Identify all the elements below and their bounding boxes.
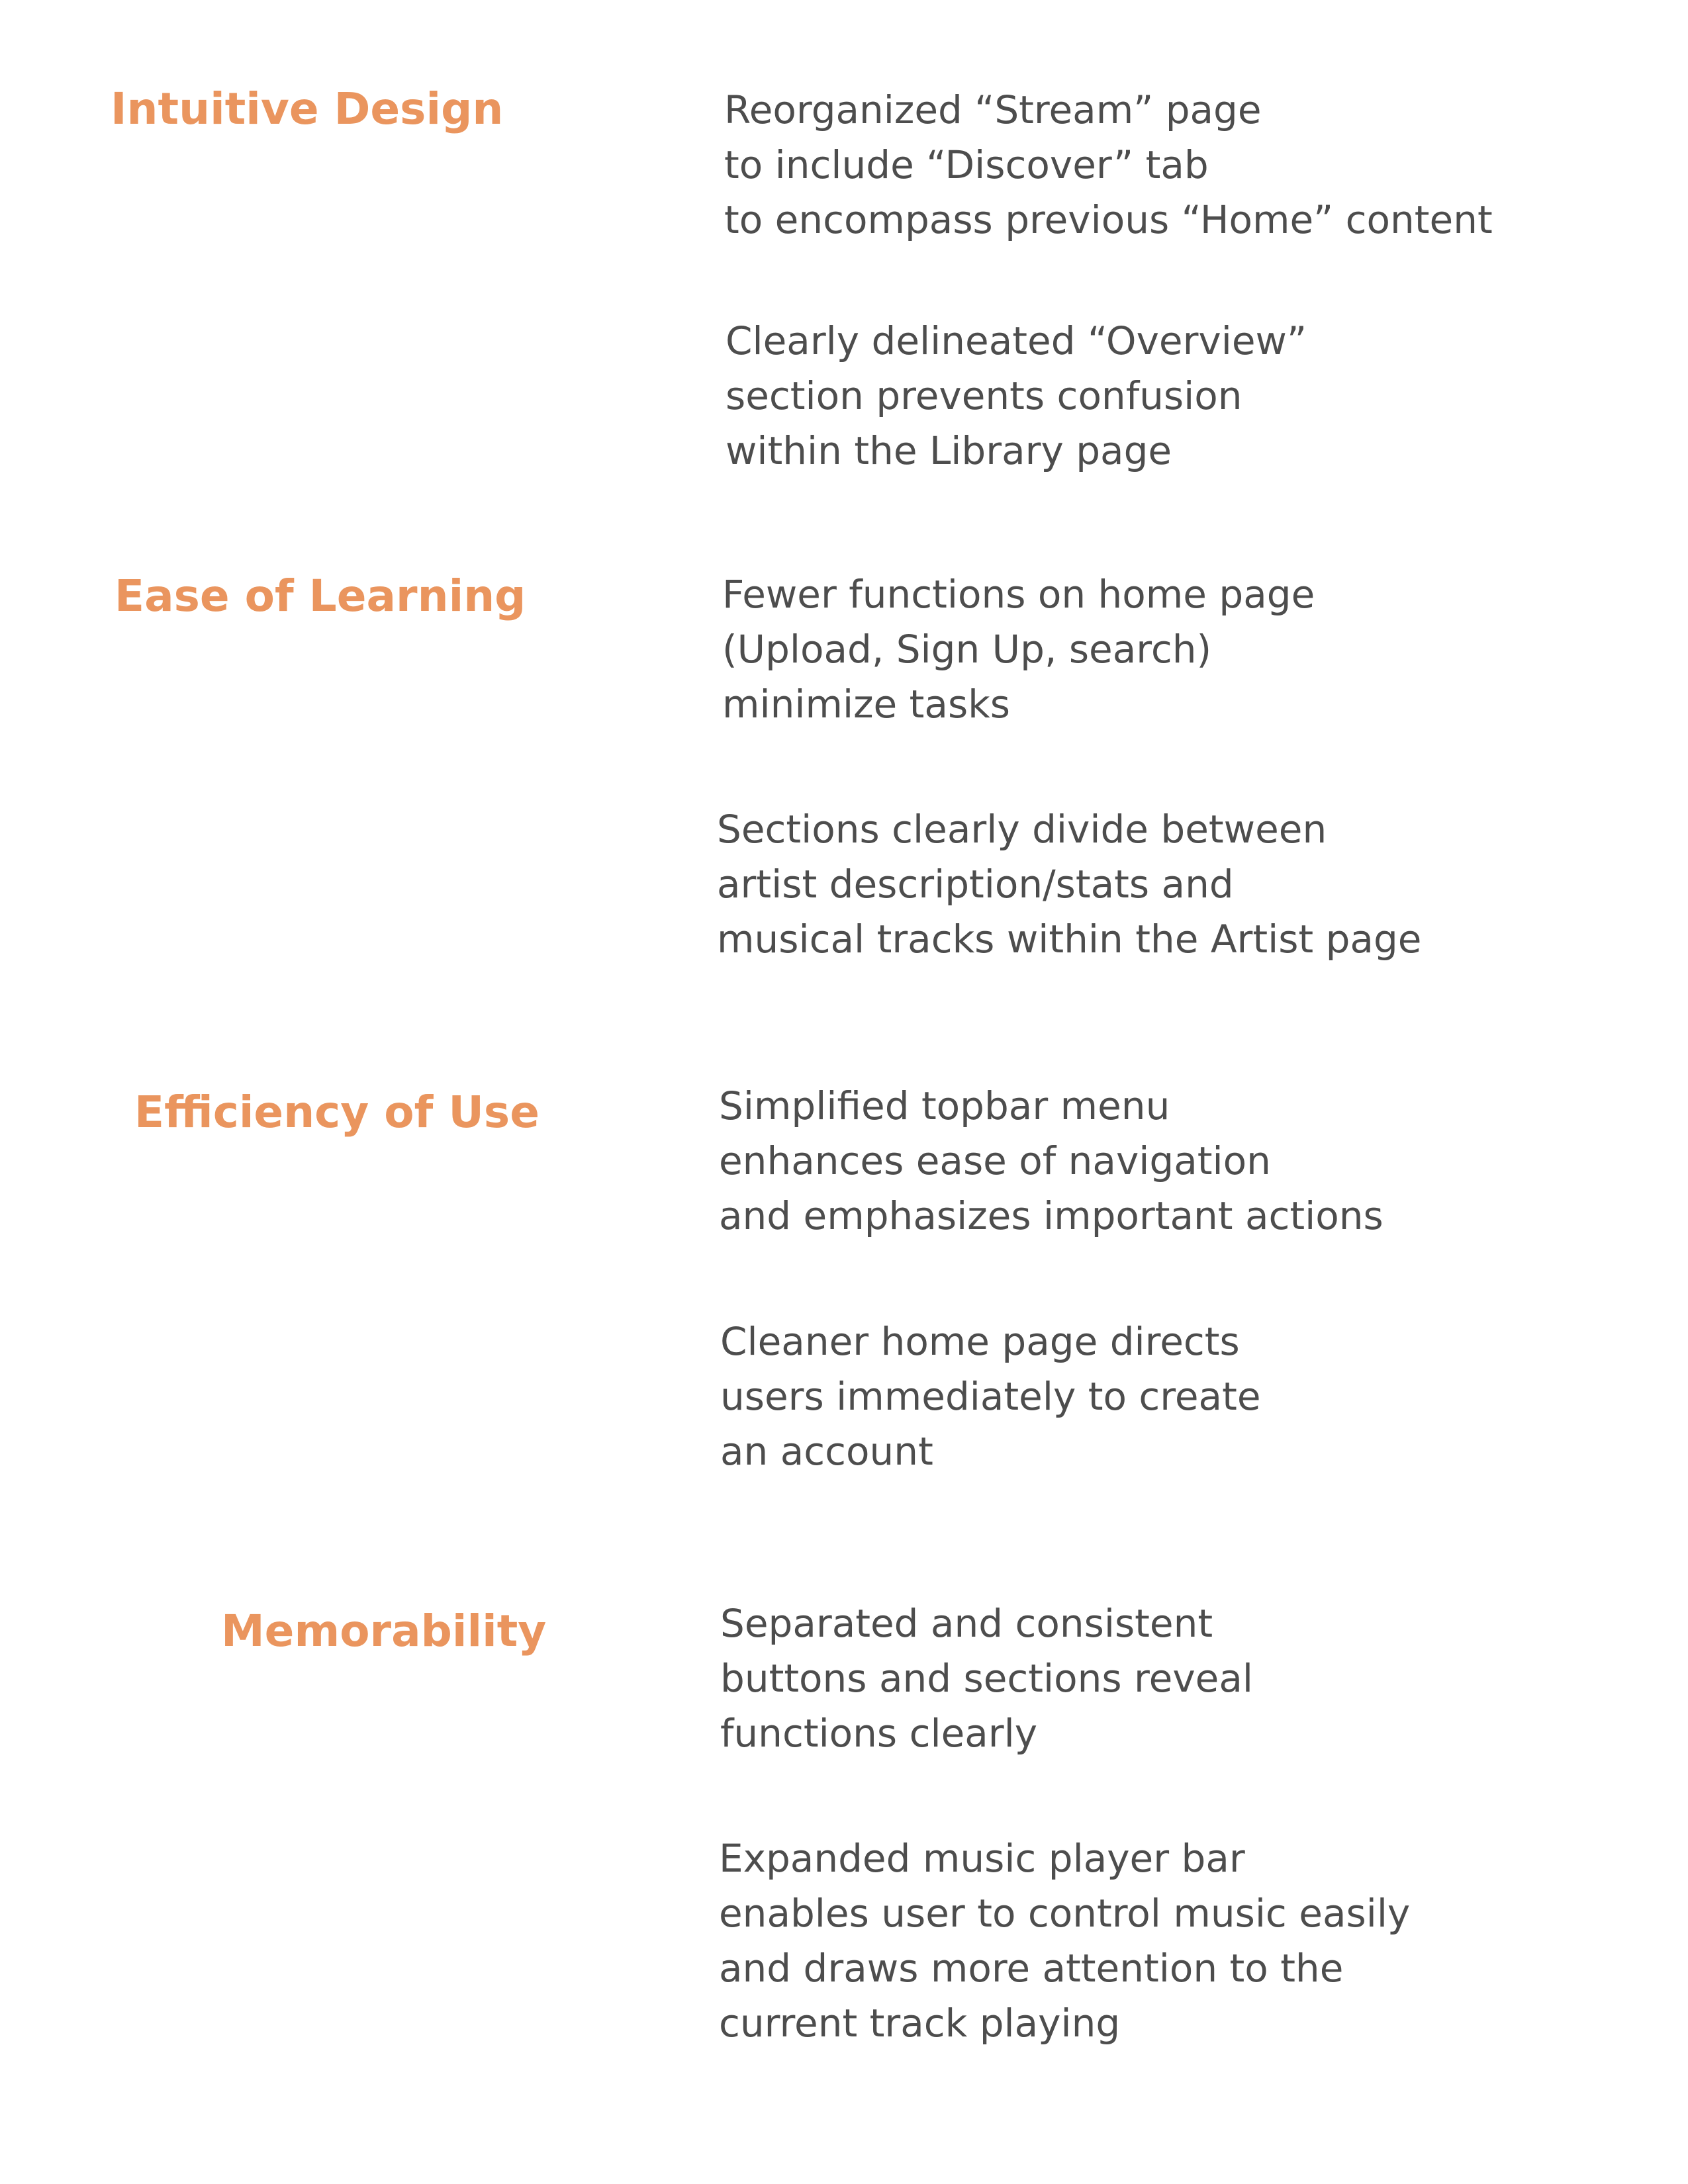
- memorability-point-2: Expanded music player bar enables user t…: [719, 1836, 1411, 2046]
- heading-intuitive-design: Intuitive Design: [111, 83, 504, 134]
- efficiency-of-use-point-2: Cleaner home page directs users immediat…: [720, 1319, 1261, 1474]
- intuitive-design-point-2: Clearly delineated “Overview” section pr…: [726, 318, 1307, 473]
- efficiency-of-use-point-1: Simplified topbar menu enhances ease of …: [719, 1083, 1383, 1238]
- heading-efficiency-of-use: Efficiency of Use: [134, 1087, 539, 1138]
- ease-of-learning-point-2: Sections clearly divide between artist d…: [717, 807, 1422, 962]
- heading-ease-of-learning: Ease of Learning: [115, 570, 526, 621]
- intuitive-design-point-1: Reorganized “Stream” page to include “Di…: [724, 87, 1493, 242]
- memorability-point-1: Separated and consistent buttons and sec…: [720, 1601, 1253, 1756]
- ease-of-learning-point-1: Fewer functions on home page (Upload, Si…: [722, 572, 1315, 727]
- heading-memorability: Memorability: [221, 1606, 547, 1657]
